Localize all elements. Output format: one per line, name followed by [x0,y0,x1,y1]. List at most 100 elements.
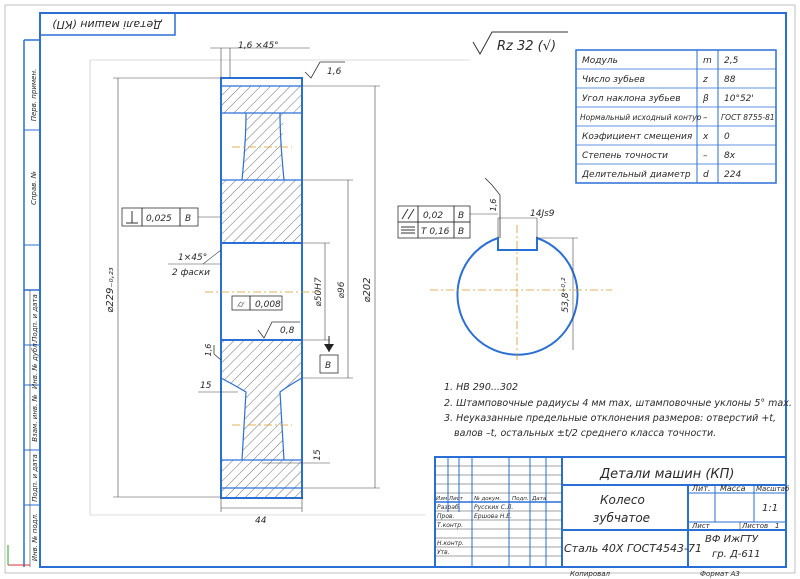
param-value: ГОСТ 8755-81 [721,113,775,122]
hub-detail: 14Js9 53,8⁺⁰·² 1,6 0,02 B T 0,16 B [397,177,612,360]
param-name: Коэфициент смещения [582,132,693,142]
base-b-label: B [325,361,331,371]
tol2-row2-base: B [458,227,464,237]
tb-kopiroval: Копировал [570,570,611,578]
tb-material: Сталь 40Х ГОСТ4543-71 [564,542,702,555]
strip-label-podp1: Подп. и дата [31,294,39,342]
strip-label-podp2: Подп. и дата [31,454,39,502]
roughness-general-text: Rz 32 (√) [497,39,556,54]
dim-d-bore: ⌀50Н7 [314,277,324,307]
param-name: Число зубьев [582,75,645,85]
tb-utv: Утв. [437,549,450,556]
param-value: 0 [724,132,730,142]
params-row: Модуль m 2,5 [582,56,739,66]
tb-h-lit: Лит. [691,484,710,493]
dim-rough-key: 1,6 [489,199,498,212]
tb-sheet: Лист [691,522,711,530]
tol-left-base: B [185,214,191,224]
tb-org-2: гр. Д-611 [712,549,760,560]
top-stamp-text: Деталі машин (КП) [52,18,163,31]
param-symbol: β [702,94,709,104]
left-strip: Перв. примен. Справ. № Подп. и дата Инв.… [23,39,40,567]
tb-row-date: Дата [531,496,547,502]
note-line: 2. Штамповочные радиусы 4 мм max, штампо… [444,398,792,409]
tb-h-mass: Масса [720,484,746,493]
tol2-row2-val: T 0,16 [421,227,450,237]
dim-chamfer-mid-note: 2 фаски [172,268,210,278]
title-block: Детали машин (КП) Колесо зубчатое Сталь … [434,456,790,578]
param-symbol: – [703,113,708,123]
param-name: Угол наклона зубьев [582,94,681,104]
dim-key-depth: 53,8⁺⁰·² [561,277,571,312]
tol-left-val: 0,025 [146,214,172,224]
param-value: 10°52' [724,94,754,104]
top-stamp: Деталі машин (КП) [39,12,176,36]
tb-h-scale: Масштаб [756,485,790,493]
dim-rough-top: 1,6 [327,67,342,77]
param-symbol: m [703,56,712,66]
tb-tkontr: Т.контр. [437,522,463,529]
tb-razrab-name: Русских С.Л. [474,504,513,511]
upper-section-hatch [221,86,302,243]
params-table: Модуль m 2,5 Число зубьев z 88 Угол накл… [575,49,777,184]
strip-label-podl: Инв. № подл. [31,513,39,561]
bore [220,242,303,341]
tb-row-doc: № докум. [473,496,501,502]
dim-d-outer: ⌀229₋₀,₂₃ [105,267,116,313]
cyl-icon: ⌭ [237,300,245,310]
strip-label-vzam: Взам. инв. № [31,394,39,442]
param-value: 8х [724,151,736,161]
strip-label-sprav: Справ. № [30,171,38,205]
param-name: Модуль [582,56,618,66]
tb-sheets: Листов [741,522,768,530]
base-triangle [324,344,334,352]
note-line: 3. Неуказанные предельные отклонения раз… [444,413,776,424]
dim-d-web: ⌀202 [362,277,373,302]
params-row: Угол наклона зубьев β 10°52' [582,94,754,104]
param-value: 88 [724,75,736,85]
param-symbol: z [702,75,708,85]
strip-label-perv: Перв. примен. [30,69,38,122]
tb-prov-name: Ершова Н.Е. [474,513,512,520]
tb-scale: 1:1 [762,503,778,514]
dim-d-hub: ⌀96 [337,281,347,298]
tb-part-name-1: Колесо [600,493,645,507]
dim-r15b: 15 [313,449,323,461]
tb-nkontr: Н.контр. [437,540,464,547]
dim-width: 44 [255,516,267,526]
params-row: Число зубьев z 88 [582,75,736,85]
cyl-tol-val: 0,008 [255,300,281,310]
param-name: Делительный диаметр [581,170,691,180]
param-symbol: x [702,132,709,142]
dim-key-width: 14Js9 [530,209,555,219]
notes: 1. НВ 290...302 2. Штамповочные радиусы … [444,382,792,439]
tb-doc-title: Детали машин (КП) [599,467,734,482]
dim-chamfer-mid: 1×45° [178,253,207,263]
note-line: 1. НВ 290...302 [444,382,518,393]
dimensions: 1,6 ×45° 1,6 ⌀229₋₀,₂₃ ⌀202 ⌀96 ⌀50Н7 0,… [105,41,380,526]
param-name: Степень точности [582,151,668,161]
params-row: Коэфициент смещения x 0 [582,132,730,142]
axis-marker [7,545,30,566]
hub-circle [456,236,579,356]
lower-section-hatch [221,340,302,497]
tb-row-sign: Подп. [512,496,529,502]
tb-prov: Пров. [437,513,455,520]
tb-org-1: ВФ ИжГТУ [705,534,759,545]
tb-part-name-2: зубчатое [593,511,650,525]
dim-rough-08: 0,8 [280,326,295,336]
param-symbol: – [703,151,708,161]
gear-section [205,77,320,499]
zone-frame-line [89,60,425,516]
sheet-outer-border [4,4,796,574]
params-row: Степень точности – 8х [582,151,736,161]
param-name: Нормальный исходный контур [580,113,702,122]
tol2-row1-val: 0,02 [423,211,443,221]
params-row: Нормальный исходный контур – ГОСТ 8755-8… [580,113,775,123]
general-roughness: Rz 32 (√) [472,31,568,56]
tb-row-izm: Изм.Лист [436,496,464,502]
param-value: 2,5 [724,56,739,66]
dim-chamfer-top: 1,6 ×45° [238,41,279,51]
